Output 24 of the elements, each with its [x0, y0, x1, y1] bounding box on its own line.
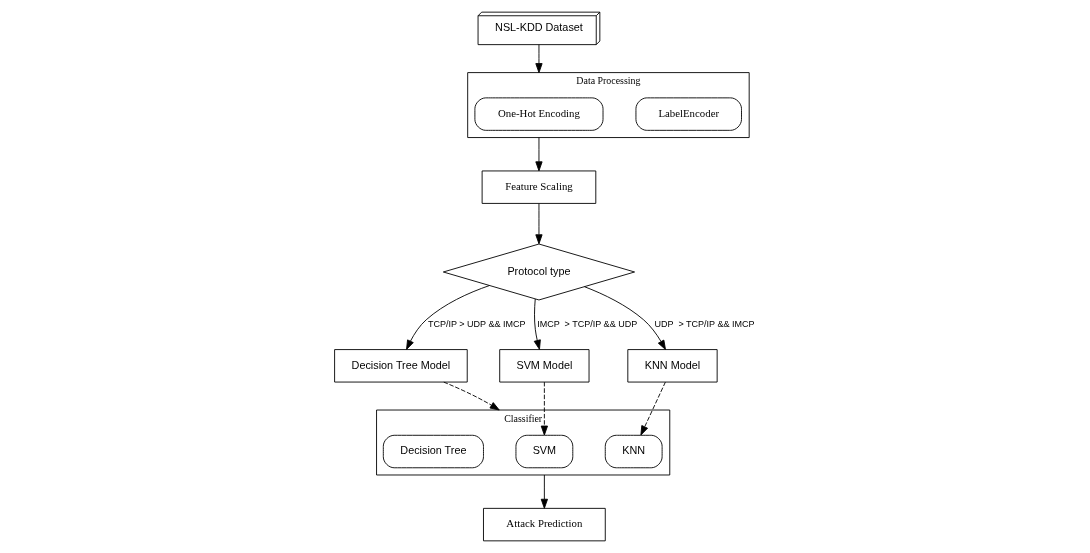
arrow [540, 474, 548, 509]
node-box: Feature Scaling [481, 170, 596, 204]
node-box: Decision Tree Model [333, 349, 468, 383]
edge-label: IMCP > TCP/IP && UDP [536, 319, 637, 330]
arrow [639, 381, 666, 436]
arrow [534, 44, 543, 74]
arrow [583, 286, 666, 350]
node-box: Decision Tree [382, 434, 484, 469]
node-diamond: Protocol type [442, 243, 635, 301]
node-box: Attack Prediction [482, 507, 606, 542]
node-box: KNN [604, 434, 663, 469]
arrow [534, 137, 543, 172]
node-box: SVM Model [498, 349, 589, 383]
node-box: SVM [515, 434, 573, 469]
arrow [405, 285, 490, 350]
arrow [534, 203, 543, 245]
edge-label: UDP > TCP/IP && IMCP [654, 319, 754, 330]
arrow [442, 381, 500, 411]
node-box: KNN Model [626, 349, 718, 383]
arrow [533, 298, 541, 350]
node-box: One-Hot Encoding [473, 97, 603, 131]
arrow [540, 381, 548, 436]
node-box: LabelEncoder [635, 97, 742, 131]
edge-label: TCP/IP > UDP && IMCP [427, 319, 526, 330]
